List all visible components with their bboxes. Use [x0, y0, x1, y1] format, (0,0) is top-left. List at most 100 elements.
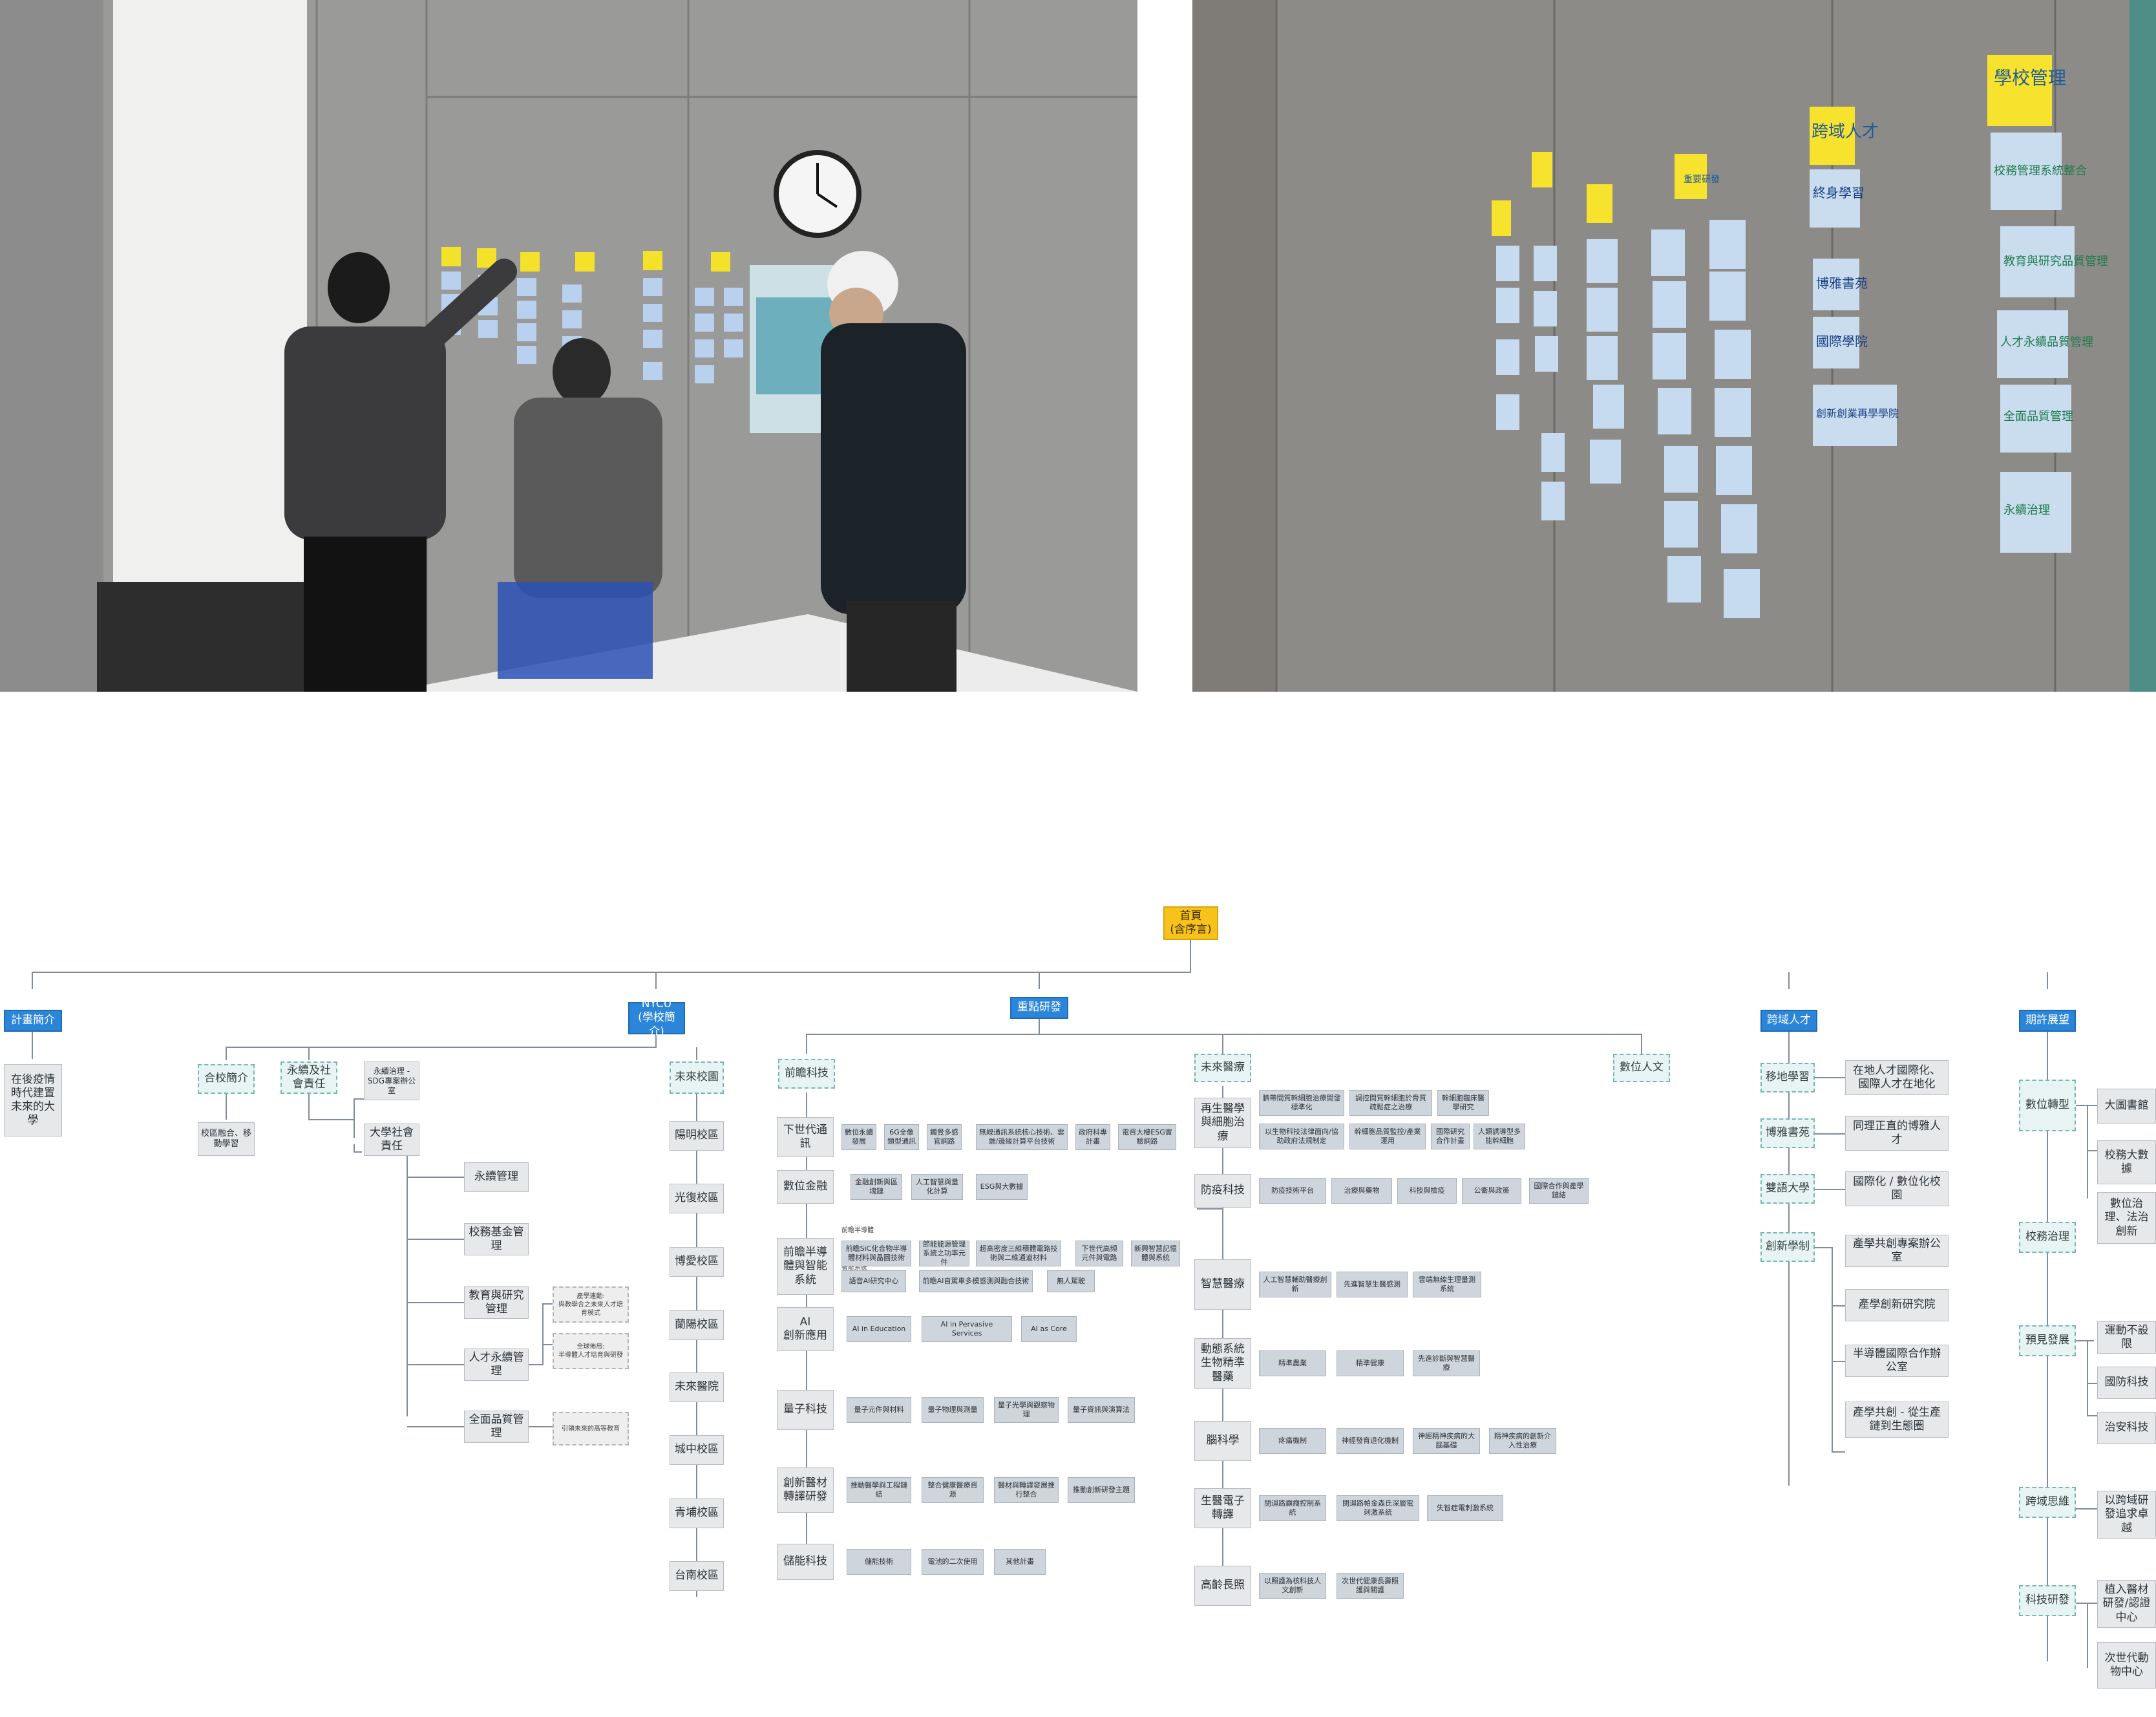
node-digital-humanities[interactable]: 數位人文: [1613, 1054, 1670, 1082]
node-frontier-leaf[interactable]: 前瞻SiC化合物半導體材料與晶圓技術: [841, 1241, 911, 1266]
node-cross-item[interactable]: 雙語大學: [1760, 1174, 1815, 1204]
node-frontier-leaf[interactable]: 電資大樓ESG實驗網路: [1118, 1124, 1176, 1150]
node-outlook-item[interactable]: 預見發展: [2019, 1325, 2076, 1356]
node-med-leaf[interactable]: 精神疾病的創新介入性治療: [1489, 1428, 1556, 1454]
node-frontier-topic[interactable]: 儲能科技: [777, 1544, 834, 1580]
node-frontier-leaf[interactable]: 新興智慧記憶體與系統: [1131, 1241, 1180, 1266]
node-med-leaf[interactable]: 以照護為核科技人文創新: [1259, 1573, 1326, 1599]
node-med-leaf[interactable]: 治療與藥物: [1331, 1178, 1392, 1204]
node-med-topic[interactable]: 生醫電子轉譯: [1194, 1488, 1251, 1528]
node-frontier-topic[interactable]: 前瞻半導體與智能系統: [777, 1238, 834, 1295]
node-outlook-desc[interactable]: 植入醫材研發/認證中心: [2097, 1580, 2156, 1628]
node-cross-desc[interactable]: 產學共創 - 從生產鏈到生態圈: [1845, 1402, 1949, 1438]
node-med-leaf[interactable]: 國際合作與產學鏈結: [1529, 1178, 1589, 1204]
node-talent-note[interactable]: 產學連動: 與教學合之未來人才培育模式: [553, 1286, 629, 1323]
node-frontier-leaf[interactable]: 下世代高頻元件與電路: [1075, 1241, 1123, 1266]
node-campus-item[interactable]: 光復校區: [670, 1184, 724, 1213]
node-med-leaf[interactable]: 幹細胞品質監控/產業運用: [1349, 1124, 1426, 1149]
root-node-home[interactable]: 首頁 (含序言): [1163, 906, 1218, 940]
node-cross-item[interactable]: 創新學制: [1760, 1232, 1815, 1262]
node-frontier-leaf[interactable]: 其他計畫: [994, 1549, 1046, 1575]
node-campus-item[interactable]: 未來醫院: [670, 1372, 724, 1402]
node-frontier-topic[interactable]: 創新醫材轉譯研發: [777, 1467, 834, 1513]
node-cross-item[interactable]: 移地學習: [1760, 1063, 1815, 1093]
node-campus-item[interactable]: 青埔校區: [670, 1498, 724, 1528]
node-cross-desc[interactable]: 半導體國際合作辦公室: [1845, 1345, 1949, 1377]
node-outlook-item[interactable]: 數位轉型: [2019, 1080, 2076, 1131]
node-med-leaf[interactable]: 調控間質幹細胞於骨質疏鬆症之治療: [1349, 1090, 1432, 1116]
node-outlook-desc[interactable]: 國防科技: [2097, 1367, 2156, 1399]
node-med-leaf[interactable]: 公衛與政策: [1462, 1178, 1521, 1204]
node-frontier-tech[interactable]: 前瞻科技: [778, 1059, 835, 1089]
node-nycu[interactable]: NYCU (學校簡介): [628, 997, 685, 1038]
node-med-leaf[interactable]: 科技與檢疫: [1397, 1178, 1457, 1204]
node-med-leaf[interactable]: 閉迴路癲癇控制系統: [1259, 1495, 1326, 1521]
node-cross-desc[interactable]: 在地人才國際化、國際人才在地化: [1845, 1060, 1949, 1095]
node-frontier-leaf[interactable]: 前瞻AI自駕車多模感測與融合技術: [919, 1270, 1033, 1292]
node-med-leaf[interactable]: 次世代健康長壽照護與關護: [1337, 1573, 1404, 1599]
node-sust-item[interactable]: 全面品質管理: [464, 1411, 529, 1443]
node-med-topic[interactable]: 防疫科技: [1194, 1174, 1251, 1208]
node-frontier-topic[interactable]: 量子科技: [777, 1390, 834, 1430]
node-frontier-leaf[interactable]: 整合健康醫療資源: [922, 1477, 984, 1503]
node-campus-item[interactable]: 蘭陽校區: [670, 1310, 724, 1340]
node-outlook-desc[interactable]: 次世代動物中心: [2097, 1642, 2156, 1689]
node-campus-item[interactable]: 台南校區: [670, 1561, 724, 1591]
node-frontier-topic[interactable]: AI 創新應用: [777, 1307, 834, 1351]
node-campus-merge-desc[interactable]: 校區融合、移動學習: [198, 1122, 255, 1156]
node-frontier-leaf[interactable]: 政府科專計畫: [1075, 1124, 1110, 1150]
node-med-leaf[interactable]: 國際研究合作計畫: [1431, 1124, 1470, 1149]
node-frontier-leaf[interactable]: 推動醫學與工程鏈結: [847, 1477, 911, 1503]
node-frontier-leaf[interactable]: 儲能技術: [847, 1549, 911, 1575]
node-sdg-office[interactable]: 永續治理 - SDG專案辦公室: [364, 1061, 419, 1100]
node-outlook-item[interactable]: 跨域思維: [2019, 1487, 2076, 1518]
node-frontier-leaf[interactable]: 金融創新與區塊鏈: [851, 1174, 902, 1200]
node-frontier-leaf[interactable]: 電池的二次使用: [922, 1549, 984, 1575]
node-med-leaf[interactable]: 以生物科技法律面向/協助政府法規制定: [1259, 1124, 1344, 1149]
node-future-campus[interactable]: 未來校園: [670, 1061, 724, 1094]
node-outlook-desc[interactable]: 治安科技: [2097, 1412, 2156, 1444]
node-med-leaf[interactable]: 疼痛機制: [1259, 1428, 1326, 1454]
node-frontier-leaf[interactable]: 無線通訊系統核心技術、雲端/邊緣計算平台技術: [976, 1124, 1068, 1150]
node-med-leaf[interactable]: 臍帶間質幹細胞治療開發標準化: [1259, 1090, 1344, 1116]
node-frontier-leaf[interactable]: 觸覺多感官網路: [927, 1124, 962, 1150]
node-cross-desc[interactable]: 同理正直的博雅人才: [1845, 1116, 1949, 1151]
node-med-leaf[interactable]: 精準健康: [1337, 1350, 1404, 1376]
node-frontier-leaf[interactable]: AI as Core: [1021, 1316, 1077, 1342]
node-frontier-leaf[interactable]: ESG與大數據: [976, 1174, 1028, 1200]
node-sustainability[interactable]: 永續及社會責任: [280, 1061, 337, 1094]
node-frontier-topic[interactable]: 數位金融: [777, 1170, 834, 1204]
node-med-topic[interactable]: 動態系統生物精準醫藥: [1194, 1338, 1251, 1389]
node-frontier-leaf[interactable]: 語音AI研究中心: [841, 1270, 906, 1292]
node-outlook-desc[interactable]: 大圖書館: [2097, 1089, 2156, 1124]
node-outlook-desc[interactable]: 以跨域研發追求卓越: [2097, 1491, 2156, 1539]
node-med-topic[interactable]: 腦科學: [1194, 1421, 1251, 1461]
node-usr[interactable]: 大學社會責任: [364, 1124, 419, 1156]
node-med-leaf[interactable]: 雲端無線生理量測系統: [1413, 1272, 1481, 1297]
node-frontier-leaf[interactable]: 6G全像類型通訊: [884, 1124, 919, 1150]
node-cross-talent[interactable]: 跨域人才: [1760, 1010, 1817, 1032]
node-campus-item[interactable]: 陽明校區: [670, 1121, 724, 1151]
node-cross-desc[interactable]: 產學共創專案辦公室: [1845, 1235, 1949, 1267]
node-med-leaf[interactable]: 人類誘導型多能幹細胞: [1474, 1124, 1525, 1149]
node-outlook-desc[interactable]: 運動不設限: [2097, 1321, 2156, 1354]
node-sust-item[interactable]: 永續管理: [464, 1162, 529, 1192]
node-outlook-item[interactable]: 科技研發: [2019, 1585, 2076, 1616]
node-cross-desc[interactable]: 國際化 / 數位化校園: [1845, 1171, 1949, 1206]
node-talent-note[interactable]: 全球佈局: 半導體人才培育與研發: [553, 1333, 629, 1369]
node-frontier-leaf[interactable]: 人工智慧與量化計算: [911, 1174, 963, 1200]
node-outlook-desc[interactable]: 校務大數據: [2097, 1140, 2156, 1184]
node-med-leaf[interactable]: 人工智慧輔助醫療創新: [1259, 1272, 1331, 1297]
node-med-leaf[interactable]: 先進智慧生醫感測: [1337, 1272, 1408, 1297]
node-frontier-leaf[interactable]: 量子物理與測量: [922, 1397, 984, 1423]
node-frontier-leaf[interactable]: 節能能源管理系統之功率元件: [919, 1240, 969, 1266]
node-sust-item[interactable]: 教育與研究管理: [464, 1286, 529, 1319]
node-outlook-item[interactable]: 校務治理: [2019, 1222, 2076, 1253]
node-med-leaf[interactable]: 神經精神疾病的大腦基礎: [1413, 1428, 1480, 1454]
node-frontier-leaf[interactable]: 數位永續發展: [841, 1124, 876, 1150]
node-outlook[interactable]: 期許展望: [2019, 1010, 2076, 1032]
node-key-rnd[interactable]: 重點研發: [1010, 997, 1068, 1019]
node-frontier-leaf[interactable]: 量子光學與觀察物理: [994, 1397, 1059, 1423]
node-med-topic[interactable]: 再生醫學與細胞治療: [1194, 1098, 1251, 1148]
node-med-leaf[interactable]: 幹細胞臨床醫學研究: [1437, 1090, 1489, 1116]
